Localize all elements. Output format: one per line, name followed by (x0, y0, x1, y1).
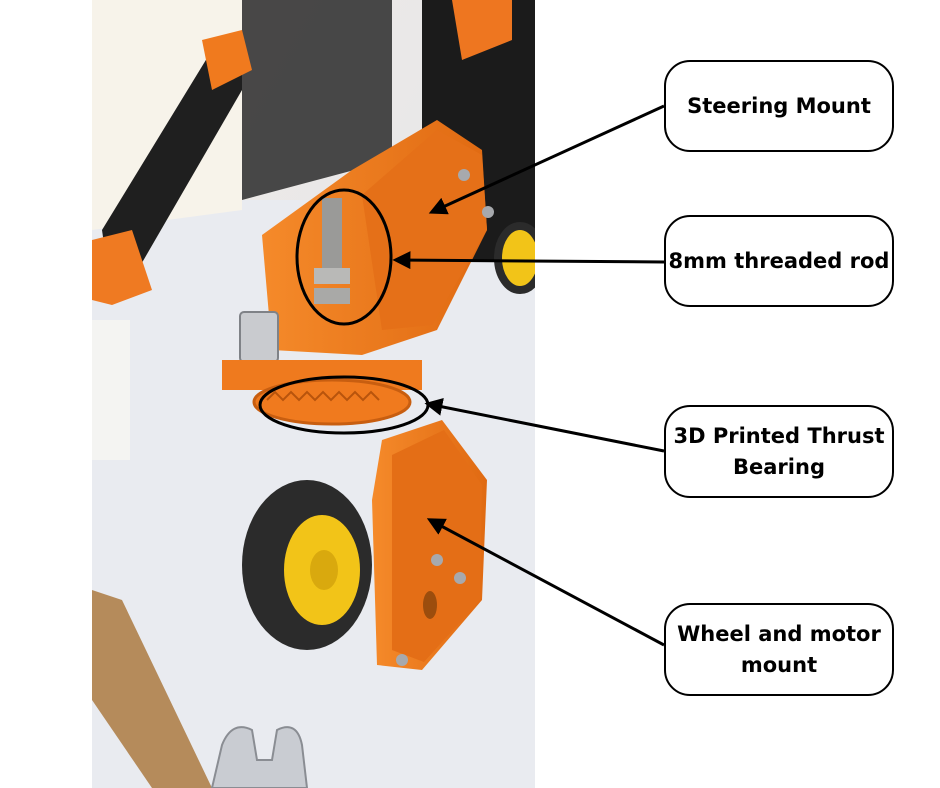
thrust-bearing (252, 378, 412, 426)
mount-screw-1 (431, 554, 443, 566)
mount-screw-4 (458, 169, 470, 181)
window-light (92, 0, 242, 230)
micro-motor (239, 311, 279, 363)
callout-thrust-bearing: 3D Printed Thrust Bearing (664, 405, 894, 498)
label-steering-mount: Steering Mount (687, 93, 871, 118)
callout-steering-mount: Steering Mount (664, 60, 894, 152)
background-arm-black (102, 50, 242, 300)
background-arm-orange-lower (92, 230, 152, 305)
mount-screw-3 (396, 654, 408, 666)
label-threaded-rod: 8mm threaded rod (668, 248, 890, 273)
wrench (210, 726, 309, 788)
wood-board (92, 590, 212, 788)
mount-hole (423, 591, 437, 619)
hex-nut-upper (314, 268, 350, 284)
wheel-hub-center (310, 550, 338, 590)
hex-nut-lower (314, 288, 350, 304)
frame-rail-orange (452, 0, 512, 60)
callout-wheel-motor-mount: Wheel and motor mount (664, 603, 894, 696)
callout-threaded-rod: 8mm threaded rod (664, 215, 894, 307)
mount-screw-5 (482, 206, 494, 218)
white-container (92, 320, 130, 460)
label-thrust-bearing: 3D Printed Thrust Bearing (673, 423, 885, 479)
assembly-photo (92, 0, 535, 788)
mount-screw-2 (454, 572, 466, 584)
background-wheel (494, 222, 535, 294)
background-arm-orange (202, 30, 252, 90)
dark-wall (242, 0, 392, 200)
label-wheel-motor-mount: Wheel and motor mount (677, 621, 881, 677)
